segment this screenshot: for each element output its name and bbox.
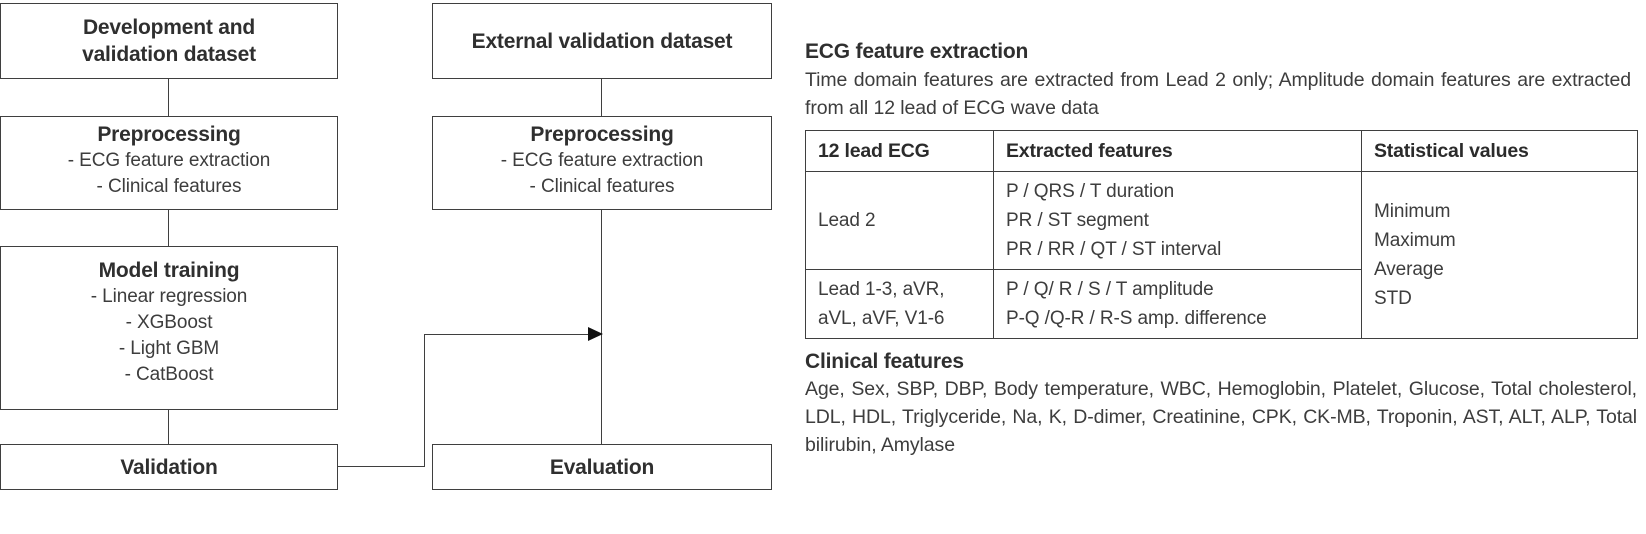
ecg-feature-extraction-heading: ECG feature extraction xyxy=(805,40,1029,63)
box-preprocessing-right: Preprocessing - ECG feature extraction -… xyxy=(432,116,772,210)
box-line-ecg-feature-extraction: - ECG feature extraction xyxy=(500,150,704,171)
box-line-clinical-features: - Clinical features xyxy=(529,176,675,197)
box-title: Validation xyxy=(120,455,218,479)
box-title-line1: Development and xyxy=(82,16,256,39)
box-title-line2: validation dataset xyxy=(82,43,256,66)
box-title: Evaluation xyxy=(549,455,655,479)
box-line-catboost: - CatBoost xyxy=(124,364,214,385)
table-header-12-lead-ecg: 12 lead ECG xyxy=(805,130,994,172)
connector-preprocessing-to-model-training xyxy=(168,210,169,247)
connector-model-training-to-validation xyxy=(168,410,169,445)
statistical-value: Average xyxy=(1374,259,1444,280)
feature-line: PR / RR / QT / ST interval xyxy=(1006,239,1222,260)
feature-line: P / QRS / T duration xyxy=(1006,181,1175,202)
box-line-ecg-feature-extraction: - ECG feature extraction xyxy=(67,150,271,171)
clinical-features-list: Age, Sex, SBP, DBP, Body temperature, WB… xyxy=(805,378,1637,456)
box-line-xgboost: - XGBoost xyxy=(125,312,213,333)
box-external-validation-dataset: External validation dataset xyxy=(432,3,772,79)
box-title: Preprocessing xyxy=(97,123,241,146)
info-panel: ECG feature extraction Time domain featu… xyxy=(805,38,1640,459)
box-title: External validation dataset xyxy=(471,29,733,53)
table-row: Lead 1-3, aVR, aVL, aVF, V1-6 P / Q/ R /… xyxy=(805,269,1638,339)
table-cell-lead-2-features: P / QRS / T duration PR / ST segment PR … xyxy=(993,171,1362,270)
arrowhead-icon xyxy=(588,327,603,341)
box-model-training: Model training - Linear regression - XGB… xyxy=(0,246,338,410)
box-title: Model training xyxy=(98,259,240,282)
table-header-extracted-features: Extracted features xyxy=(993,130,1362,172)
box-preprocessing-left: Preprocessing - ECG feature extraction -… xyxy=(0,116,338,210)
ecg-feature-extraction-description: Time domain features are extracted from … xyxy=(805,69,1631,119)
box-line-clinical-features: - Clinical features xyxy=(96,176,242,197)
table-header-statistical-values: Statistical values xyxy=(1361,130,1638,172)
statistical-value: Maximum xyxy=(1374,230,1456,251)
lead-line: Lead 2 xyxy=(818,210,876,231)
connector-dataset-to-preprocessing-left xyxy=(168,79,169,117)
feature-line: PR / ST segment xyxy=(1006,210,1149,231)
table-row: Lead 2 P / QRS / T duration PR / ST segm… xyxy=(805,171,1638,339)
box-line-light-gbm: - Light GBM xyxy=(118,338,220,359)
lead-line: Lead 1-3, aVR, xyxy=(818,279,945,300)
table-cell-lead-other-features: P / Q/ R / S / T amplitude P-Q /Q-R / R-… xyxy=(993,269,1362,339)
table-cell-lead-2: Lead 2 xyxy=(805,171,994,270)
clinical-features-heading: Clinical features xyxy=(805,350,964,373)
lead-line: aVL, aVF, V1-6 xyxy=(818,308,945,329)
box-title: Preprocessing xyxy=(530,123,674,146)
statistical-value: STD xyxy=(1374,288,1412,309)
ecg-feature-table: 12 lead ECG Extracted features Statistic… xyxy=(805,130,1638,339)
connector-validation-elbow-segment-3 xyxy=(424,334,596,335)
table-cell-statistical-values: Minimum Maximum Average STD xyxy=(1361,171,1638,339)
box-line-linear-regression: - Linear regression xyxy=(90,286,248,307)
connector-validation-elbow-segment-1 xyxy=(338,466,424,467)
connector-validation-elbow-segment-2 xyxy=(424,334,425,467)
box-validation: Validation xyxy=(0,444,338,490)
feature-line: P / Q/ R / S / T amplitude xyxy=(1006,279,1214,300)
box-evaluation: Evaluation xyxy=(432,444,772,490)
connector-external-dataset-to-preprocessing-right xyxy=(601,79,602,117)
table-cell-lead-other: Lead 1-3, aVR, aVL, aVF, V1-6 xyxy=(805,269,994,339)
feature-line: P-Q /Q-R / R-S amp. difference xyxy=(1006,308,1267,329)
box-development-validation-dataset: Development and validation dataset xyxy=(0,3,338,79)
statistical-value: Minimum xyxy=(1374,201,1451,222)
table-header-row: 12 lead ECG Extracted features Statistic… xyxy=(805,130,1638,172)
